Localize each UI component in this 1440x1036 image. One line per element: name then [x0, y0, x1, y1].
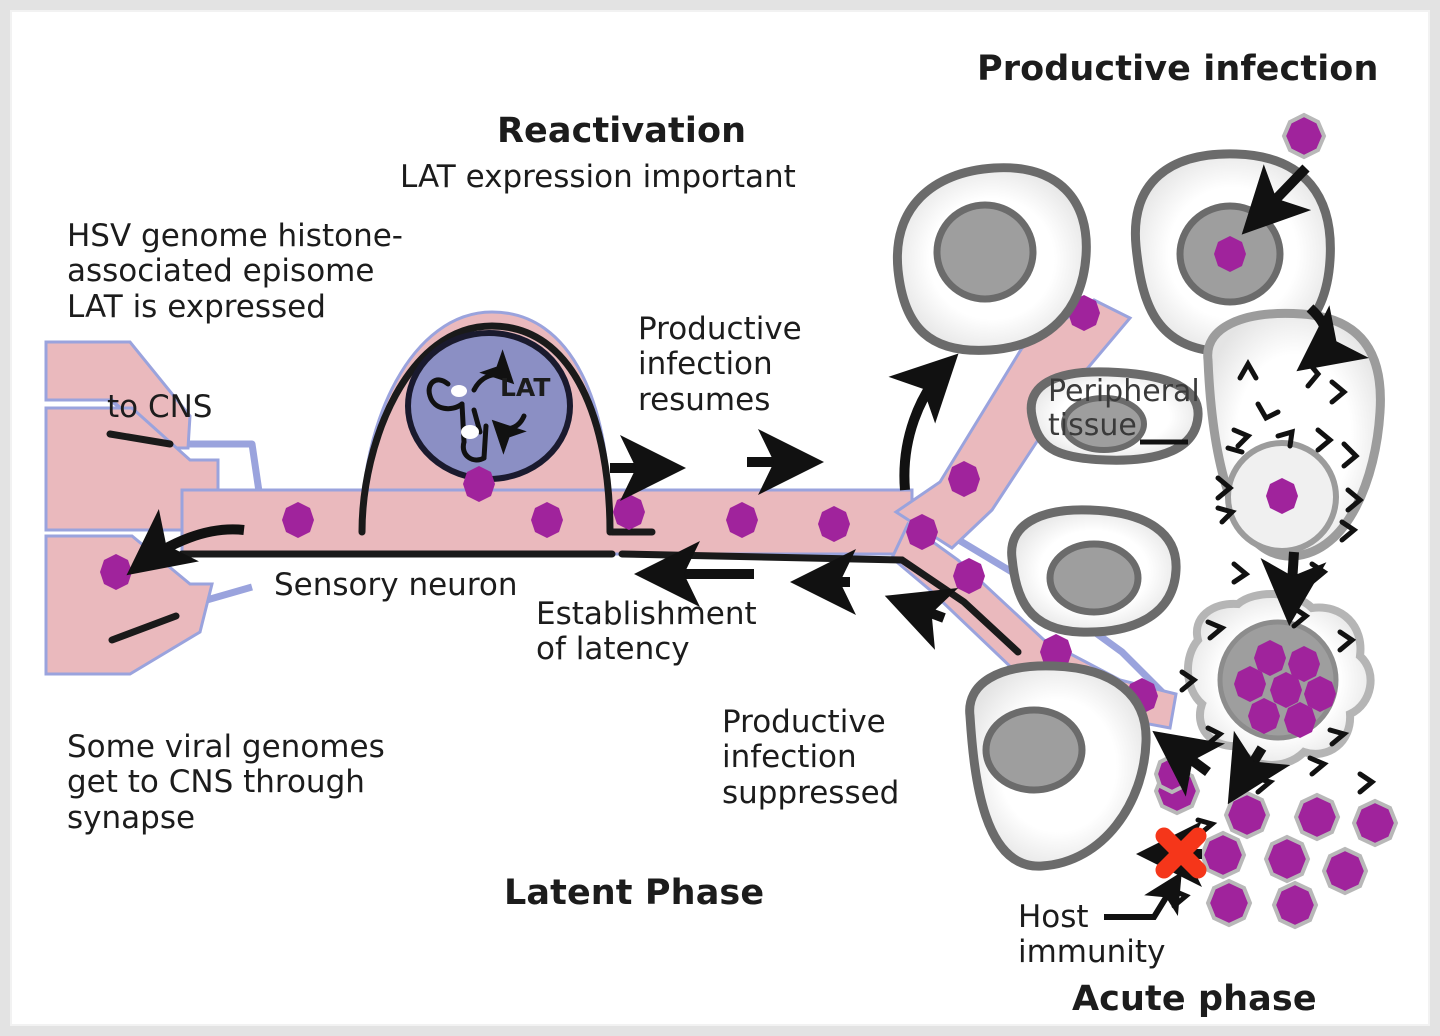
virion-icon: [1281, 112, 1327, 160]
arrow-down-icon: [1260, 551, 1327, 626]
blocked-x-icon: [1155, 827, 1207, 879]
arrow-curve-icon: [1296, 304, 1369, 372]
neuron-outline-strokes: [106, 322, 1022, 656]
virion-icon: [282, 502, 314, 538]
arrow-left-icon: [1152, 730, 1226, 797]
virions-in-neuron: [100, 295, 1158, 714]
virion-cluster-in-nucleus: [1234, 640, 1336, 738]
virion-icon: [1199, 830, 1247, 880]
virion-icon: [906, 514, 938, 550]
cell-nucleus: [933, 201, 1037, 303]
virion-icon: [1271, 880, 1319, 930]
nucleus-with-episome: [405, 330, 573, 482]
virion-icon: [953, 558, 985, 594]
arrow-down-left-icon: [1241, 164, 1312, 235]
cell-nucleus: [982, 706, 1086, 794]
virion-icon: [818, 506, 850, 542]
flow-arrows: [126, 164, 1369, 920]
virion-icon: [100, 554, 132, 590]
arrow-up-icon: [888, 353, 959, 491]
virion-icon: [1205, 878, 1253, 928]
virion-icon: [1223, 790, 1271, 840]
virion-icon: [1153, 753, 1191, 795]
figure-canvas: Reactivation LAT expression important Pr…: [10, 10, 1430, 1026]
virion-icon: [613, 494, 645, 530]
virion-icon: [463, 466, 495, 502]
virion-icon: [531, 502, 563, 538]
cell-nucleus: [1046, 540, 1142, 616]
neuron-nucleus: [405, 330, 573, 482]
cell-nucleus: [1061, 395, 1147, 453]
virion-icon: [1040, 634, 1072, 670]
virion-icon: [1214, 236, 1246, 272]
virion-icon: [948, 461, 980, 497]
virion-icon: [1266, 478, 1298, 514]
virion-icon: [1293, 792, 1341, 842]
infected-cell-replicating: [1203, 308, 1385, 585]
circular-episome-icon: [426, 349, 527, 463]
episome-gap-2: [461, 425, 479, 439]
virion-icon: [1351, 798, 1399, 848]
virion-icon: [726, 502, 758, 538]
diagram-svg: [44, 112, 1399, 930]
arrow-down-icon: [1227, 730, 1291, 805]
cell-lysing-with-virions: [1179, 590, 1375, 777]
epithelial-cells: [892, 149, 1335, 871]
virion-icon: [1263, 834, 1311, 884]
leader-line: [1104, 871, 1182, 920]
arrow-left-icon: [884, 588, 959, 650]
virion-icon: [1321, 846, 1369, 896]
neuron-terminal-mid: [44, 406, 220, 532]
episome-gap-1: [451, 385, 467, 397]
arrow-left-icon: [126, 508, 245, 576]
